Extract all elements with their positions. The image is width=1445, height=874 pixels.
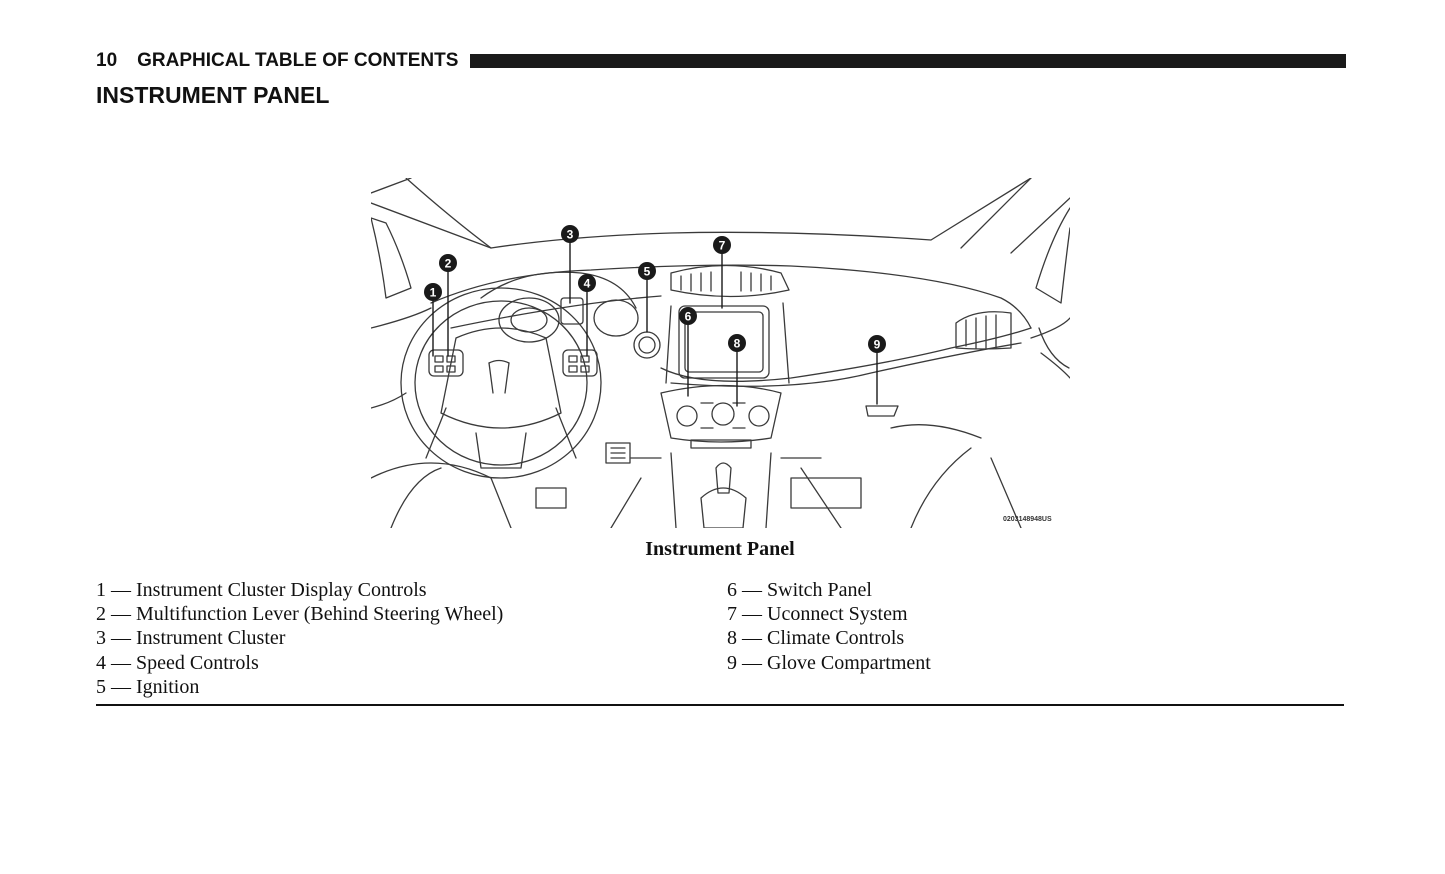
- section-title: INSTRUMENT PANEL: [96, 82, 330, 108]
- svg-text:5: 5: [644, 265, 651, 279]
- legend-item: 3 — Instrument Cluster: [96, 627, 286, 650]
- header-bar: [470, 54, 1346, 68]
- svg-text:7: 7: [719, 239, 726, 253]
- legend-right-column: 6 — Switch Panel 7 — Uconnect System 8 —…: [727, 578, 931, 675]
- svg-text:2: 2: [445, 257, 452, 271]
- callout-8: 8: [728, 334, 746, 352]
- legend-item: 4 — Speed Controls: [96, 651, 259, 674]
- svg-text:4: 4: [584, 277, 591, 291]
- image-code: 0203148948US: [1003, 516, 1052, 523]
- callout-6: 6: [679, 307, 697, 325]
- legend-item: 7 — Uconnect System: [727, 603, 908, 626]
- legend-item: 8 — Climate Controls: [727, 627, 905, 650]
- callout-5: 5: [638, 262, 656, 280]
- legend-item: 6 — Switch Panel: [727, 579, 872, 601]
- callout-2: 2: [439, 254, 457, 272]
- figure-caption: Instrument Panel: [645, 538, 795, 560]
- page-header: 10 GRAPHICAL TABLE OF CONTENTS: [96, 49, 1346, 73]
- header-title: GRAPHICAL TABLE OF CONTENTS: [137, 50, 459, 71]
- svg-text:3: 3: [567, 228, 574, 242]
- callout-1: 1: [424, 283, 442, 301]
- svg-text:6: 6: [685, 310, 692, 324]
- legend-item: 5 — Ignition: [96, 675, 200, 698]
- page-number: 10: [96, 50, 118, 71]
- callout-7: 7: [713, 236, 731, 254]
- legend-left-column: 1 — Instrument Cluster Display Controls …: [96, 578, 503, 699]
- svg-text:9: 9: [874, 338, 881, 352]
- bottom-rule: [96, 704, 1344, 706]
- callout-3: 3: [561, 225, 579, 243]
- callout-9: 9: [868, 335, 886, 353]
- legend-item: 1 — Instrument Cluster Display Controls: [96, 579, 427, 601]
- legend-item: 9 — Glove Compartment: [727, 651, 931, 674]
- svg-text:1: 1: [430, 286, 437, 300]
- legend-item: 2 — Multifunction Lever (Behind Steering…: [96, 603, 504, 626]
- callout-4: 4: [578, 274, 596, 292]
- svg-text:8: 8: [734, 337, 741, 351]
- instrument-panel-illustration: 0203148948US 1 2 3 4: [371, 178, 1070, 528]
